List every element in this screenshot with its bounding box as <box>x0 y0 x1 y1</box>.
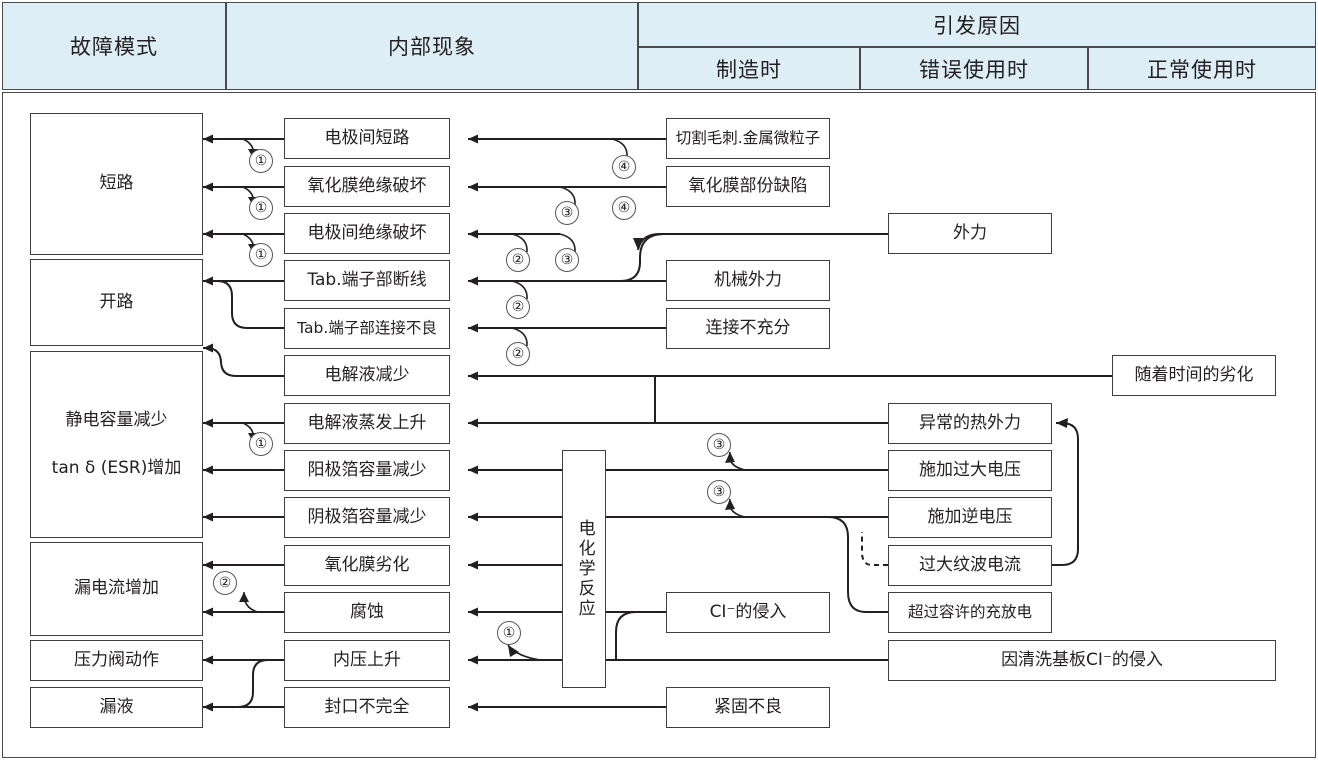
failure-mode-label: 漏电流增加 <box>74 578 159 599</box>
marker-1-e: ① <box>497 621 521 645</box>
phenomenon-box-3[interactable]: Tab.端子部断线 <box>284 260 450 301</box>
phenomenon-box-2[interactable]: 电极间绝缘破坏 <box>284 213 450 254</box>
phenomenon-box-6[interactable]: 电解液蒸发上升 <box>284 403 450 444</box>
header-cause-manufacturing-label: 制造时 <box>716 57 782 82</box>
failure-mode-box-pressure-valve[interactable]: 压力阀动作 <box>30 640 203 681</box>
failure-mode-box-capacitance-drop[interactable]: 静电容量减少 tan δ (ESR)增加 <box>30 351 203 538</box>
cause-label: 施加过大电压 <box>919 459 1021 480</box>
marker-1-c: ① <box>249 243 273 267</box>
cause-label: 过大纹波电流 <box>919 554 1021 575</box>
marker-4-b: ④ <box>612 196 636 220</box>
marker-2-d: ② <box>213 571 237 595</box>
marker-3-d: ③ <box>707 480 731 504</box>
header-internal-phenomena-label: 内部现象 <box>388 35 476 59</box>
cause-label: 机械外力 <box>714 269 782 290</box>
phenomenon-box-7[interactable]: 阳极箔容量减少 <box>284 450 450 491</box>
cause-box-abnormal-thermal-force[interactable]: 异常的热外力 <box>888 403 1052 444</box>
cause-box-mechanical-force[interactable]: 机械外力 <box>666 260 830 301</box>
failure-mode-label: 静电容量减少 <box>65 410 168 431</box>
phenomenon-box-10[interactable]: 腐蚀 <box>284 592 450 633</box>
cause-box-external-force[interactable]: 外力 <box>888 213 1052 254</box>
failure-mode-label: 短路 <box>99 173 134 194</box>
phenomenon-box-4[interactable]: Tab.端子部连接不良 <box>284 308 450 349</box>
marker-2-a: ② <box>506 248 530 272</box>
cause-box-aging-over-time[interactable]: 随着时间的劣化 <box>1112 355 1276 396</box>
phenomenon-label: 氧化膜劣化 <box>324 554 410 575</box>
phenomenon-label: 电极间短路 <box>324 127 410 148</box>
failure-mode-label-secondary: tan δ (ESR)增加 <box>51 457 182 478</box>
marker-1-d: ① <box>249 432 273 456</box>
cause-box-reverse-voltage[interactable]: 施加逆电压 <box>888 497 1052 538</box>
phenomenon-label: 封口不完全 <box>324 696 410 717</box>
marker-2-c: ② <box>506 342 530 366</box>
header-causes-group-label: 引发原因 <box>933 13 1021 38</box>
phenomenon-label: 内压上升 <box>333 649 401 670</box>
cause-box-overvoltage[interactable]: 施加过大电压 <box>888 450 1052 491</box>
cause-box-excessive-ripple-current[interactable]: 过大纹波电流 <box>888 545 1052 586</box>
failure-mode-label: 漏液 <box>99 696 134 717</box>
cause-box-pcb-cleaning-chloride[interactable]: 因清洗基板CI⁻的侵入 <box>888 640 1276 681</box>
failure-mode-box-short-circuit[interactable]: 短路 <box>30 113 203 255</box>
cause-label: 随着时间的劣化 <box>1134 364 1254 385</box>
cause-label: 因清洗基板CI⁻的侵入 <box>1001 649 1163 670</box>
marker-3-b: ③ <box>555 248 579 272</box>
phenomenon-label: Tab.端子部断线 <box>307 269 427 290</box>
failure-mode-box-leakage-current[interactable]: 漏电流增加 <box>30 542 203 636</box>
cause-label: 外力 <box>953 222 987 243</box>
header-cause-normal-label: 正常使用时 <box>1147 57 1257 82</box>
marker-2-b: ② <box>506 295 530 319</box>
header-cause-manufacturing: 制造时 <box>638 47 860 90</box>
failure-mode-label: 压力阀动作 <box>74 649 159 670</box>
cause-label: 切割毛刺.金属微粒子 <box>675 128 821 147</box>
phenomenon-box-5[interactable]: 电解液减少 <box>284 355 450 396</box>
phenomenon-label: Tab.端子部连接不良 <box>297 318 437 337</box>
table-header: 故障模式 内部现象 引发原因 制造时 错误使用时 正常使用时 <box>2 2 1316 90</box>
phenomenon-box-11[interactable]: 内压上升 <box>284 640 450 681</box>
cause-label: 氧化膜部份缺陷 <box>688 175 808 196</box>
cause-box-poor-fastening[interactable]: 紧固不良 <box>666 687 830 728</box>
marker-3-a: ③ <box>555 201 579 225</box>
cause-label: 紧固不良 <box>714 696 782 717</box>
cause-label: 异常的热外力 <box>919 412 1021 433</box>
marker-1-b: ① <box>249 196 273 220</box>
failure-mode-box-leakage[interactable]: 漏液 <box>30 687 203 728</box>
cause-label: 施加逆电压 <box>927 506 1013 527</box>
marker-3-c: ③ <box>707 433 731 457</box>
electrochemical-reaction-label: 电化学反应 <box>574 519 595 619</box>
cause-label: 超过容许的充放电 <box>907 602 1032 621</box>
header-cause-misuse-label: 错误使用时 <box>919 57 1029 82</box>
phenomenon-box-8[interactable]: 阴极箔容量减少 <box>284 497 450 538</box>
cause-box-oxide-film-defect[interactable]: 氧化膜部份缺陷 <box>666 166 830 207</box>
header-cause-normal: 正常使用时 <box>1088 47 1316 90</box>
header-internal-phenomena: 内部现象 <box>226 2 638 90</box>
cause-box-burr-metal-particles[interactable]: 切割毛刺.金属微粒子 <box>666 118 830 159</box>
marker-1-a: ① <box>249 149 273 173</box>
phenomenon-label: 电解液减少 <box>324 364 410 385</box>
phenomenon-label: 电解液蒸发上升 <box>307 412 427 433</box>
phenomenon-box-0[interactable]: 电极间短路 <box>284 118 450 159</box>
phenomenon-box-12[interactable]: 封口不完全 <box>284 687 450 728</box>
cause-label: CI⁻的侵入 <box>709 601 787 622</box>
electrochemical-reaction-box[interactable]: 电化学反应 <box>562 450 606 688</box>
phenomenon-label: 腐蚀 <box>350 601 384 622</box>
phenomenon-label: 阳极箔容量减少 <box>307 459 427 480</box>
header-failure-mode-label: 故障模式 <box>70 35 158 59</box>
cause-box-excess-charge-discharge[interactable]: 超过容许的充放电 <box>888 592 1052 633</box>
failure-mode-label: 开路 <box>99 291 134 312</box>
failure-mode-box-open-circuit[interactable]: 开路 <box>30 259 203 346</box>
cause-label: 连接不充分 <box>705 317 791 338</box>
phenomenon-box-9[interactable]: 氧化膜劣化 <box>284 545 450 586</box>
cause-box-chloride-intrusion[interactable]: CI⁻的侵入 <box>666 592 830 633</box>
phenomenon-box-1[interactable]: 氧化膜绝缘破坏 <box>284 166 450 207</box>
cause-box-insufficient-connection[interactable]: 连接不充分 <box>666 308 830 349</box>
header-cause-misuse: 错误使用时 <box>860 47 1088 90</box>
header-causes-group: 引发原因 <box>638 2 1316 47</box>
phenomenon-label: 阴极箔容量减少 <box>307 506 427 527</box>
header-failure-mode: 故障模式 <box>2 2 226 90</box>
marker-4-a: ④ <box>612 155 636 179</box>
phenomenon-label: 氧化膜绝缘破坏 <box>307 175 427 196</box>
phenomenon-label: 电极间绝缘破坏 <box>307 222 427 243</box>
